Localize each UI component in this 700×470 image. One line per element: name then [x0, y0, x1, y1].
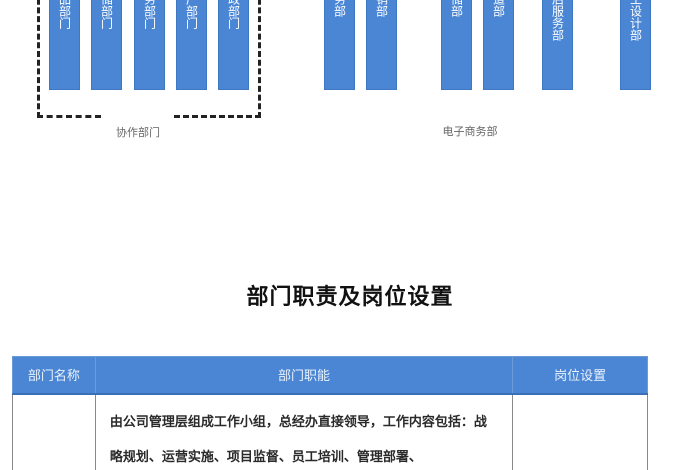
collab-group-frame-bottom-right: [174, 115, 261, 118]
cell-dept-name: [12, 393, 96, 470]
table-header-row: 部门名称 部门职能 岗位设置: [12, 356, 648, 395]
org-node-ecom-6: 工设计部: [620, 0, 651, 90]
org-node-collab-4: 产部门: [176, 0, 207, 90]
org-node-label: 政部门: [226, 0, 241, 29]
department-duties-table: 部门名称 部门职能 岗位设置 由公司管理层组成工作小组，总经办直接领导，工作内容…: [12, 356, 648, 470]
collab-group-label: 协作部门: [116, 126, 160, 139]
org-node-collab-3: 务部门: [134, 0, 165, 90]
org-node-label: 储部: [449, 0, 464, 17]
org-node-label: 销部: [374, 0, 389, 17]
collab-group-frame-bottom-left: [37, 115, 101, 118]
org-node-collab-2: 储部门: [91, 0, 122, 90]
org-node-label: 品部门: [57, 0, 72, 29]
org-node-ecom-1: 务部: [324, 0, 355, 90]
collab-group-frame: [37, 0, 261, 118]
cell-dept-duties: 由公司管理层组成工作小组，总经办直接领导，工作内容包括：战略规划、运营实施、项目…: [94, 393, 514, 470]
org-node-label: 道部: [491, 0, 506, 17]
org-node-label: 务部门: [142, 0, 157, 29]
org-node-collab-5: 政部门: [218, 0, 249, 90]
org-node-label: 后服务部: [550, 0, 565, 41]
org-node-label: 务部: [332, 0, 347, 17]
org-node-ecom-2: 销部: [366, 0, 397, 90]
ecommerce-group-label: 电子商务部: [442, 125, 498, 138]
org-node-ecom-5: 后服务部: [542, 0, 573, 90]
dept-duties-text: 由公司管理层组成工作小组，总经办直接领导，工作内容包括：战略规划、运营实施、项目…: [109, 414, 487, 465]
org-node-ecom-3: 储部: [441, 0, 472, 90]
column-header-positions: 岗位设置: [512, 356, 648, 395]
section-title: 部门职责及岗位设置: [246, 285, 454, 310]
table-row: 由公司管理层组成工作小组，总经办直接领导，工作内容包括：战略规划、运营实施、项目…: [12, 393, 648, 470]
column-header-dept-name: 部门名称: [12, 356, 96, 395]
org-node-label: 产部门: [184, 0, 199, 29]
org-node-label: 工设计部: [628, 0, 643, 41]
org-node-label: 储部门: [99, 0, 114, 29]
org-node-ecom-4: 道部: [483, 0, 514, 90]
org-node-collab-1: 品部门: [49, 0, 80, 90]
cell-positions: [512, 393, 648, 470]
column-header-dept-duties: 部门职能: [94, 356, 514, 395]
